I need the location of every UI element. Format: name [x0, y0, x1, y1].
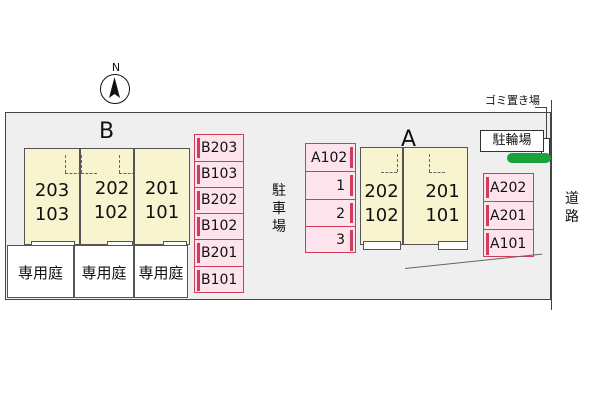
unit-number-upper: 201: [144, 178, 180, 199]
parking-east-column: A202 A201 A101: [483, 173, 534, 257]
parking-space[interactable]: A101: [484, 230, 533, 258]
building-b-label: B: [99, 119, 115, 144]
parking-space[interactable]: A102: [306, 144, 355, 172]
unit-number-lower: 103: [34, 204, 70, 225]
compass-north-label: N: [111, 61, 121, 74]
north-compass: N: [98, 62, 134, 108]
building-b-unit-1: 203 103: [24, 148, 81, 250]
parking-space[interactable]: B103: [195, 162, 243, 188]
unit-number-upper: 202: [364, 181, 399, 202]
unit-number-lower: 102: [93, 202, 129, 223]
trash-leader-line: [535, 107, 547, 140]
parking-space[interactable]: B202: [195, 188, 243, 214]
parking-space[interactable]: A202: [484, 174, 533, 202]
unit-number-upper: 201: [425, 181, 460, 202]
parking-space[interactable]: 3: [306, 227, 355, 254]
compass-circle: [100, 74, 130, 104]
bicycle-parking-shade: [507, 153, 551, 163]
parking-space[interactable]: A201: [484, 202, 533, 230]
private-garden: 専用庭: [74, 245, 134, 298]
unit-number-lower: 102: [364, 205, 399, 226]
building-b-unit-2: 202 102: [80, 148, 135, 250]
north-arrow-icon: [109, 77, 120, 98]
parking-space[interactable]: 2: [306, 200, 355, 227]
building-b-unit-3: 201 101: [134, 148, 190, 250]
parking-space[interactable]: B203: [195, 135, 243, 162]
parking-b-column: B203 B103 B202 B102 B201 B101: [194, 134, 244, 293]
road-edge-line: [551, 100, 552, 310]
building-a-unit-1: 202 102: [360, 147, 403, 250]
unit-number-upper: 202: [94, 178, 130, 199]
private-garden: 専用庭: [7, 245, 74, 298]
parking-space[interactable]: B101: [195, 267, 243, 294]
parking-space[interactable]: 1: [306, 172, 355, 200]
road-label: 道路: [565, 191, 579, 225]
parking-a-column: A102 1 2 3: [305, 143, 356, 253]
parking-area-label: 駐車場: [272, 183, 286, 235]
trash-area-label: ゴミ置き場: [485, 94, 540, 107]
bicycle-parking: 駐輪場: [480, 130, 544, 152]
parking-space[interactable]: B102: [195, 214, 243, 240]
unit-number-upper: 203: [34, 180, 70, 201]
unit-number-lower: 101: [425, 205, 460, 226]
building-a-label: A: [401, 127, 417, 152]
parking-space[interactable]: B201: [195, 240, 243, 267]
building-a-unit-2: 201 101: [403, 147, 468, 250]
private-garden: 専用庭: [134, 245, 188, 298]
unit-number-lower: 101: [144, 202, 180, 223]
